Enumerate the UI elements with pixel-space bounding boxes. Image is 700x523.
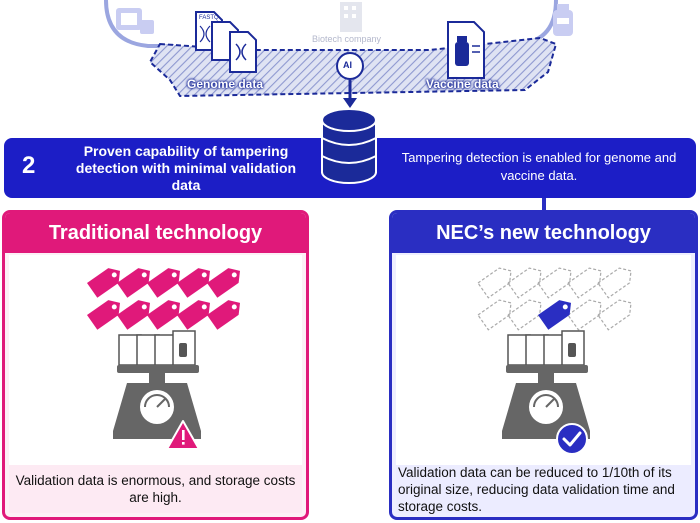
- nec-description: Validation data can be reduced to 1/10th…: [396, 465, 691, 514]
- biotech-company-label: Biotech company: [312, 34, 382, 44]
- nec-illustration: [396, 255, 691, 465]
- warning-icon: [166, 420, 200, 450]
- traditional-technology-panel: Traditional technology: [2, 210, 309, 520]
- ai-label: AI: [343, 60, 352, 70]
- faded-tags-group: [477, 267, 632, 331]
- check-icon: [556, 423, 588, 455]
- banner-description: Tampering detection is enabled for genom…: [401, 150, 677, 183]
- connector-line: [542, 198, 546, 210]
- database-icon: [316, 106, 382, 186]
- validation-tag-icon: [538, 300, 572, 330]
- nec-new-technology-panel: NEC’s new technology: [389, 210, 698, 520]
- traditional-illustration: [9, 255, 302, 465]
- traditional-technology-title: Traditional technology: [5, 213, 306, 253]
- banner-title: Proven capability of tampering detection…: [75, 143, 297, 193]
- traditional-description: Validation data is enormous, and storage…: [9, 465, 302, 513]
- nec-new-technology-title: NEC’s new technology: [392, 213, 695, 253]
- vaccine-data-label: Vaccine data: [426, 77, 499, 91]
- fastq-label: FASTQ: [199, 15, 219, 21]
- validation-tags-group: [87, 268, 241, 330]
- genome-data-label: Genome data: [187, 77, 264, 91]
- top-graphic: FASTQ AI Biotech company Genome data Vac…: [0, 0, 700, 130]
- step-number: 2: [22, 152, 36, 179]
